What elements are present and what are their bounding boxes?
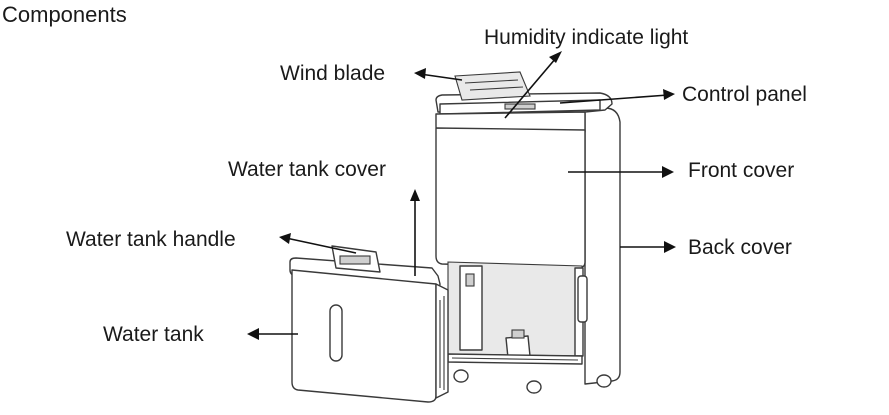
callout-leaders xyxy=(247,51,676,340)
control-panel-arrowhead xyxy=(663,89,675,100)
base-tray-edge xyxy=(451,357,579,361)
label-water-tank: Water tank xyxy=(103,323,204,346)
dehumidifier-body xyxy=(435,71,621,394)
water-level-window xyxy=(329,304,343,362)
wind-blade-arrowhead xyxy=(414,68,426,79)
label-humidity-indicate-light: Humidity indicate light xyxy=(484,26,688,49)
label-wind-blade: Wind blade xyxy=(280,62,385,85)
wind-blade-leader xyxy=(419,73,463,81)
water-tank-body xyxy=(291,269,437,403)
water-tank-cover-arrowhead xyxy=(410,189,420,201)
cavity-left-rail xyxy=(459,265,483,351)
back-cover-arrowhead xyxy=(664,241,676,253)
page-title: Components xyxy=(2,2,127,27)
label-water-tank-handle: Water tank handle xyxy=(66,228,236,251)
water-tank-side-ribs xyxy=(439,296,445,390)
wind-blade-louver xyxy=(454,71,531,101)
caster-wheel xyxy=(596,374,612,388)
humidity-light-window xyxy=(504,103,536,110)
callout-labels: Humidity indicate light Wind blade Contr… xyxy=(66,26,807,346)
cavity-float-cap xyxy=(511,329,525,339)
water-tank-handle-slot xyxy=(339,255,371,265)
wind-blade-ribs xyxy=(464,79,524,91)
water-tank-handle-arrowhead xyxy=(279,233,291,244)
caster-wheels xyxy=(453,369,612,394)
label-water-tank-cover: Water tank cover xyxy=(228,158,386,181)
label-control-panel: Control panel xyxy=(682,83,807,106)
label-back-cover: Back cover xyxy=(688,236,792,259)
caster-wheel xyxy=(526,380,542,394)
water-tank-side xyxy=(435,283,449,399)
front-cover-panel xyxy=(435,127,586,269)
cavity-sensor xyxy=(465,273,475,287)
front-cover-arrowhead xyxy=(662,166,674,178)
control-panel-leader xyxy=(559,94,669,104)
label-front-cover: Front cover xyxy=(688,159,794,182)
water-tank-arrowhead xyxy=(247,328,259,340)
back-cover-panel xyxy=(584,107,621,385)
water-tank-assembly xyxy=(289,245,449,403)
humidity-light-leader xyxy=(504,57,557,119)
humidity-light-arrowhead xyxy=(549,51,562,63)
side-handle-recess xyxy=(577,275,588,323)
caster-wheel xyxy=(453,369,469,383)
water-tank-handle-leader xyxy=(285,237,357,254)
